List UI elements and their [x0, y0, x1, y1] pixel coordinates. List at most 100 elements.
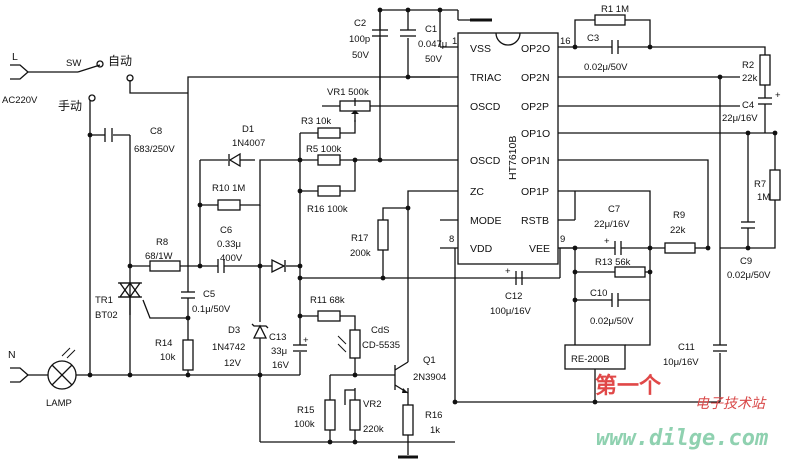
svg-text:R9: R9: [673, 210, 685, 221]
buzzer-re200b: RE-200B: [564, 300, 651, 402]
svg-text:50V: 50V: [352, 50, 370, 61]
capacitor-c7: + C7 22μ/16V: [594, 204, 630, 255]
watermark: 第一个 电子技术站 www.dilge.com: [595, 373, 768, 451]
switch-sw: SW 自动 手动: [58, 54, 134, 113]
svg-text:68/1W: 68/1W: [145, 251, 172, 262]
op1-network: [574, 77, 776, 402]
ic-pin-vee: VEE: [529, 243, 550, 255]
resistor-r16: [317, 185, 341, 197]
svg-text:33μ: 33μ: [271, 346, 287, 357]
resistor-r17: [377, 219, 389, 251]
svg-text:0.1μ/50V: 0.1μ/50V: [192, 304, 231, 315]
svg-text:R16: R16: [425, 410, 442, 421]
ic-pin-op2p: OP2P: [521, 101, 549, 113]
capacitor-c8: C8 683/250V: [104, 126, 175, 155]
svg-text:VR1 500k: VR1 500k: [327, 87, 369, 98]
resistor-r2: [759, 54, 771, 86]
zener-d3: D3 1N4742 12V: [212, 323, 269, 369]
svg-text:C7: C7: [608, 204, 620, 215]
svg-text:C13: C13: [269, 332, 286, 343]
svg-text:R3 10k: R3 10k: [301, 116, 331, 127]
ic-pin-op1p: OP1P: [521, 186, 549, 198]
resistor-r8: [149, 260, 181, 272]
ic-pin-vss: VSS: [470, 43, 491, 55]
resistor-r13: [614, 266, 646, 278]
label-n: N: [8, 349, 16, 361]
svg-text:R8: R8: [156, 237, 168, 248]
svg-text:R13 56k: R13 56k: [595, 257, 631, 268]
svg-text:0.047μ: 0.047μ: [418, 39, 447, 50]
svg-text:1k: 1k: [430, 425, 440, 436]
svg-text:22μ/16V: 22μ/16V: [722, 113, 758, 124]
ic-pin-vdd: VDD: [470, 243, 493, 255]
svg-text:C8: C8: [150, 126, 162, 137]
label-ac220v: AC220V: [2, 95, 38, 106]
svg-text:1N4742: 1N4742: [212, 342, 245, 353]
ic-pin-oscd1: OSCD: [470, 101, 501, 113]
transistor-q1: Q1 2N3904: [394, 355, 446, 394]
svg-text:0.02μ/50V: 0.02μ/50V: [590, 316, 634, 327]
svg-text:SW: SW: [66, 58, 81, 69]
svg-text:683/250V: 683/250V: [134, 144, 175, 155]
resistor-r14: [182, 339, 194, 371]
svg-text:C4: C4: [742, 100, 754, 111]
svg-text:R11 68k: R11 68k: [310, 295, 345, 306]
ic-pin-oscd2: OSCD: [470, 155, 501, 167]
svg-text:CD-5535: CD-5535: [362, 340, 400, 351]
svg-text:0.33μ: 0.33μ: [217, 239, 241, 250]
svg-text:200k: 200k: [350, 248, 371, 259]
ic-pin-8: 8: [449, 234, 454, 245]
lamp: LAMP: [46, 347, 77, 409]
power-supply: [199, 133, 455, 443]
capacitor-c5: C5 0.1μ/50V: [181, 289, 231, 315]
svg-text:22k: 22k: [742, 73, 758, 84]
capacitor-c4: + C4 22μ/16V: [722, 90, 781, 124]
capacitor-c13: + C13 33μ 16V: [269, 332, 309, 371]
svg-text:C3: C3: [587, 33, 599, 44]
capacitor-c11: C11 10μ/16V: [663, 342, 727, 368]
svg-text:100p: 100p: [349, 34, 370, 45]
svg-text:RE-200B: RE-200B: [571, 354, 610, 365]
svg-text:22μ/16V: 22μ/16V: [594, 219, 630, 230]
capacitor-c2: C2 100p 50V: [349, 18, 388, 61]
watermark-line1: 第一个: [595, 373, 662, 399]
ic-pin-op2n: OP2N: [521, 72, 550, 84]
resistor-r3: [317, 127, 341, 139]
ic-pin-op2o: OP2O: [521, 43, 550, 55]
svg-text:400V: 400V: [220, 253, 243, 264]
ic-ht7610b: VSS TRIAC OSCD OSCD ZC MODE VDD OP2O OP2…: [449, 32, 571, 265]
capacitor-c3: C3 0.02μ/50V: [584, 33, 628, 73]
ic-pin-op1o: OP1O: [521, 128, 550, 140]
ic-pin-triac: TRIAC: [470, 72, 502, 84]
capacitor-c9: C9 0.02μ/50V: [727, 221, 771, 281]
mains-wiring: [10, 64, 440, 383]
resistor-r15: [324, 399, 336, 431]
svg-text:+: +: [775, 90, 781, 101]
sensor-network: [300, 190, 440, 455]
ic-pin-zc: ZC: [470, 186, 484, 198]
op2-feedback: [574, 19, 766, 133]
svg-text:CdS: CdS: [371, 325, 389, 336]
svg-text:R17: R17: [351, 233, 368, 244]
capacitor-c10: C10 0.02μ/50V: [590, 288, 634, 327]
watermark-line3: www.dilge.com: [596, 426, 768, 451]
junction-dots: [87, 7, 778, 445]
svg-text:R10 1M: R10 1M: [212, 183, 245, 194]
svg-text:R15: R15: [297, 405, 314, 416]
svg-text:220k: 220k: [363, 424, 384, 435]
svg-text:1N4007: 1N4007: [232, 138, 265, 149]
svg-text:16V: 16V: [272, 360, 290, 371]
ic-name: HT7610B: [507, 136, 519, 180]
svg-text:100μ/16V: 100μ/16V: [490, 306, 532, 317]
diode-d2: [271, 258, 286, 274]
watermark-line2: 电子技术站: [695, 396, 767, 412]
svg-text:+: +: [604, 236, 610, 247]
svg-text:0.02μ/50V: 0.02μ/50V: [727, 270, 771, 281]
photoresistor-cds: CdS CD-5535: [337, 325, 400, 359]
svg-text:R7: R7: [754, 179, 766, 190]
capacitor-c1: C1 0.047μ 50V: [400, 24, 447, 65]
svg-text:C10: C10: [590, 288, 607, 299]
svg-text:BT02: BT02: [95, 310, 118, 321]
svg-text:R2: R2: [742, 60, 754, 71]
